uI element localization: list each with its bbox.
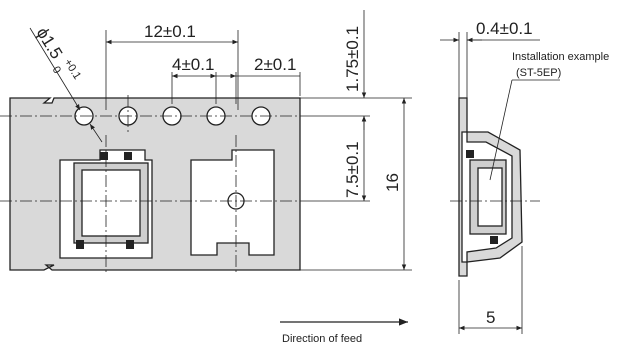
- side-cup: [466, 131, 523, 263]
- pocket-pitch-label: 12±0.1: [144, 22, 196, 41]
- dim-pocket-pitch: 12±0.1: [105, 22, 239, 110]
- depth-label: 5: [486, 308, 495, 327]
- side-view: 0.4±0.1 Installation example (ST-5EP) 5: [440, 19, 609, 334]
- terminal-top-right: [124, 152, 132, 160]
- hole-tol-lower: 0: [50, 64, 63, 76]
- feed-direction: Direction of feed: [280, 318, 408, 345]
- terminal-top-left: [100, 152, 108, 160]
- terminal-bottom-left: [76, 240, 84, 249]
- hole-to-center-label: 7.5±0.1: [343, 141, 362, 198]
- dim-hole-pitch: 4±0.1: [171, 55, 217, 104]
- tape-thickness-label: 0.4±0.1: [476, 19, 533, 38]
- hole-diameter-label: ϕ1.5: [33, 24, 67, 62]
- hole-tol-upper: +0.1: [61, 57, 83, 82]
- tape-width-label: 16: [383, 173, 402, 192]
- side-terminal-bottom: [490, 236, 498, 244]
- empty-pocket: [190, 149, 275, 256]
- component-window: [81, 169, 141, 237]
- center-lines: [0, 95, 310, 275]
- side-flange: [458, 97, 468, 277]
- hole-to-pocket-label: 2±0.1: [254, 55, 296, 74]
- pocket-with-component: [59, 149, 153, 259]
- dim-hole-to-pocket: 2±0.1: [216, 55, 301, 104]
- installation-label: Installation example: [512, 51, 609, 63]
- side-terminal-top: [466, 150, 474, 158]
- hole-pitch-label: 4±0.1: [172, 55, 214, 74]
- feed-label: Direction of feed: [282, 333, 362, 345]
- terminal-bottom-right: [126, 240, 134, 249]
- hole-edge-label: 1.75±0.1: [343, 26, 362, 92]
- model-label: (ST-5EP): [516, 67, 561, 79]
- side-component-window: [477, 167, 503, 227]
- vertical-dims: 1.75±0.1 7.5±0.1 16: [300, 10, 412, 271]
